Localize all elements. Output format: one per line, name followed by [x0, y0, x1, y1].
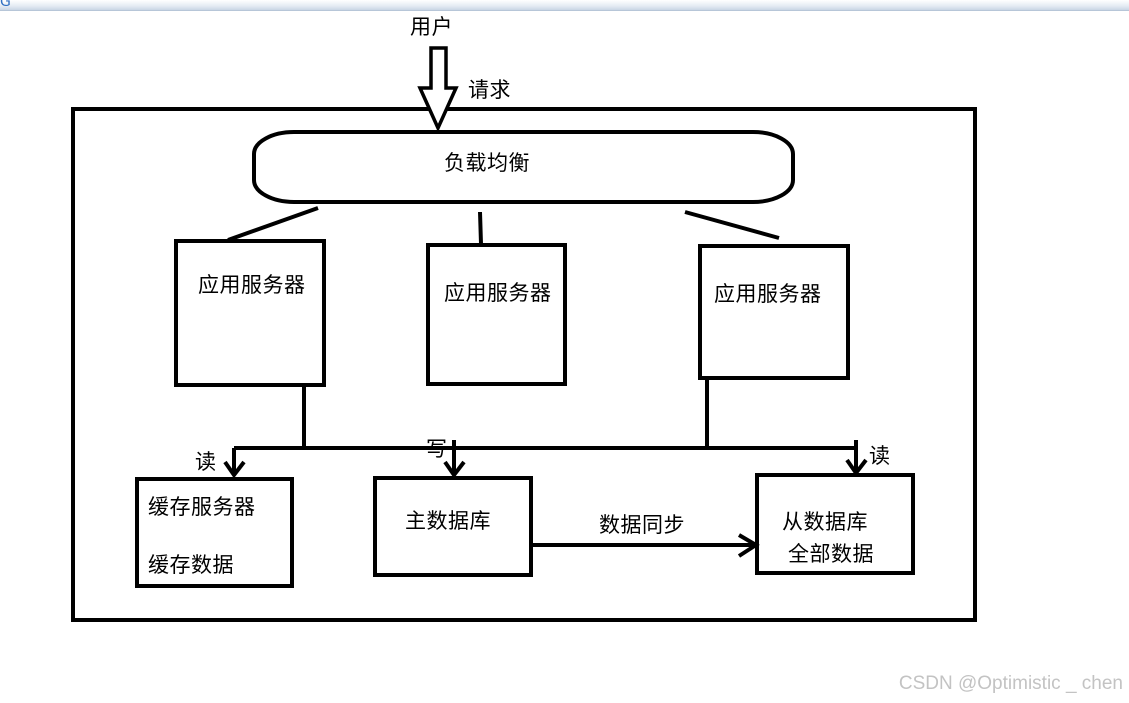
- sync-label: 数据同步: [599, 513, 685, 537]
- watermark: CSDN @Optimistic _ chen: [898, 673, 1123, 694]
- load-balancer-shape: [252, 130, 795, 204]
- app-server-label-2: 应用服务器: [444, 281, 552, 305]
- system-boundary: [71, 107, 977, 622]
- write-label: 写: [426, 437, 448, 461]
- cache-server-content: 缓存数据: [148, 553, 234, 577]
- slave-db-label-line2: 全部数据: [788, 542, 874, 566]
- app-server-box-1: [174, 239, 326, 387]
- write-arrowhead: [443, 460, 466, 479]
- slave-db-label-line1: 从数据库: [782, 510, 868, 534]
- read-left-arrowhead: [223, 460, 246, 479]
- request-label: 请求: [468, 78, 511, 102]
- app-server-label-1: 应用服务器: [198, 273, 306, 297]
- request-arrow: [417, 46, 459, 133]
- read-right-label: 读: [869, 444, 891, 468]
- cache-server-title: 缓存服务器: [148, 495, 256, 519]
- lb-to-server-1: [227, 206, 319, 242]
- slave-db-box: [755, 473, 915, 575]
- lb-to-server-3: [684, 210, 780, 240]
- master-db-label: 主数据库: [405, 509, 491, 533]
- sync-arrowhead: [737, 533, 760, 558]
- app-server-box-2: [426, 243, 567, 386]
- app-server-box-3: [698, 244, 850, 380]
- master-db-box: [373, 476, 533, 577]
- lb-to-server-2: [478, 211, 483, 245]
- load-balancer-label: 负载均衡: [444, 151, 530, 175]
- read-left-label: 读: [195, 450, 217, 474]
- user-label: 用户: [410, 15, 453, 39]
- cache-server-box: [135, 477, 294, 588]
- window-top-bar: G: [0, 0, 1129, 11]
- app-server-label-3: 应用服务器: [714, 282, 822, 306]
- app-icon: G: [0, 0, 11, 10]
